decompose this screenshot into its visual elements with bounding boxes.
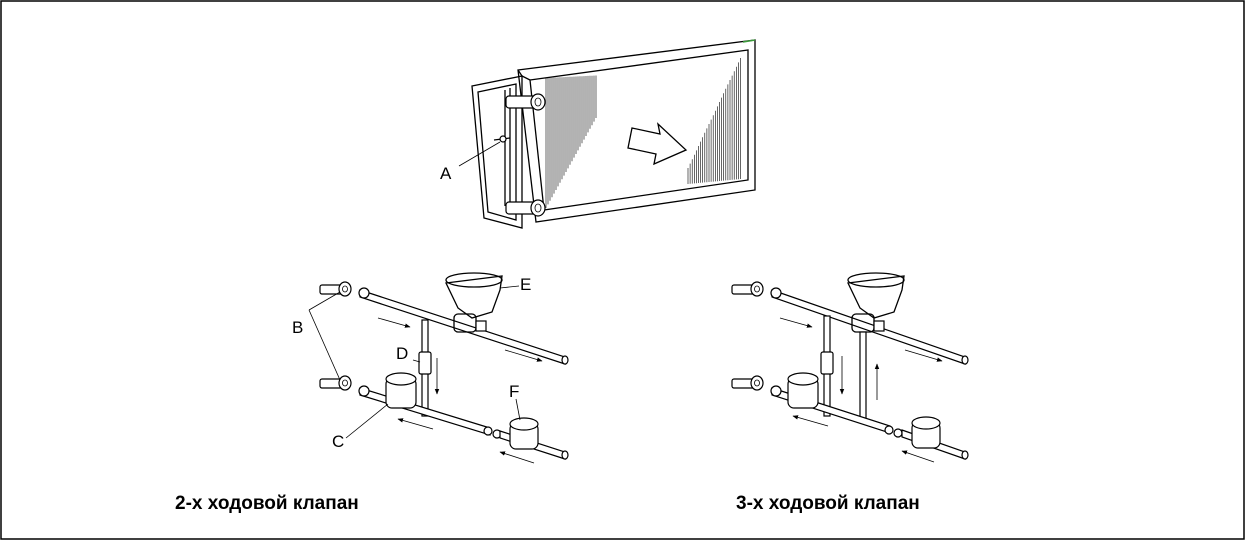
label-a: A (440, 164, 452, 183)
caption-2-way-valve: 2-х ходовой клапан (175, 493, 359, 514)
caption-3-way-valve: 3-х ходовой клапан (736, 493, 920, 514)
heater-unit (458, 39, 756, 229)
fins-left (545, 75, 597, 208)
fins-right (687, 58, 741, 184)
label-f: F (509, 382, 519, 401)
airflow-arrow (627, 122, 688, 166)
schematic-2-way (308, 272, 569, 464)
label-d: D (396, 344, 408, 363)
label-b: B (292, 318, 303, 337)
label-c: C (332, 432, 344, 451)
label-e: E (520, 275, 531, 294)
schematic-3-way (731, 272, 969, 463)
